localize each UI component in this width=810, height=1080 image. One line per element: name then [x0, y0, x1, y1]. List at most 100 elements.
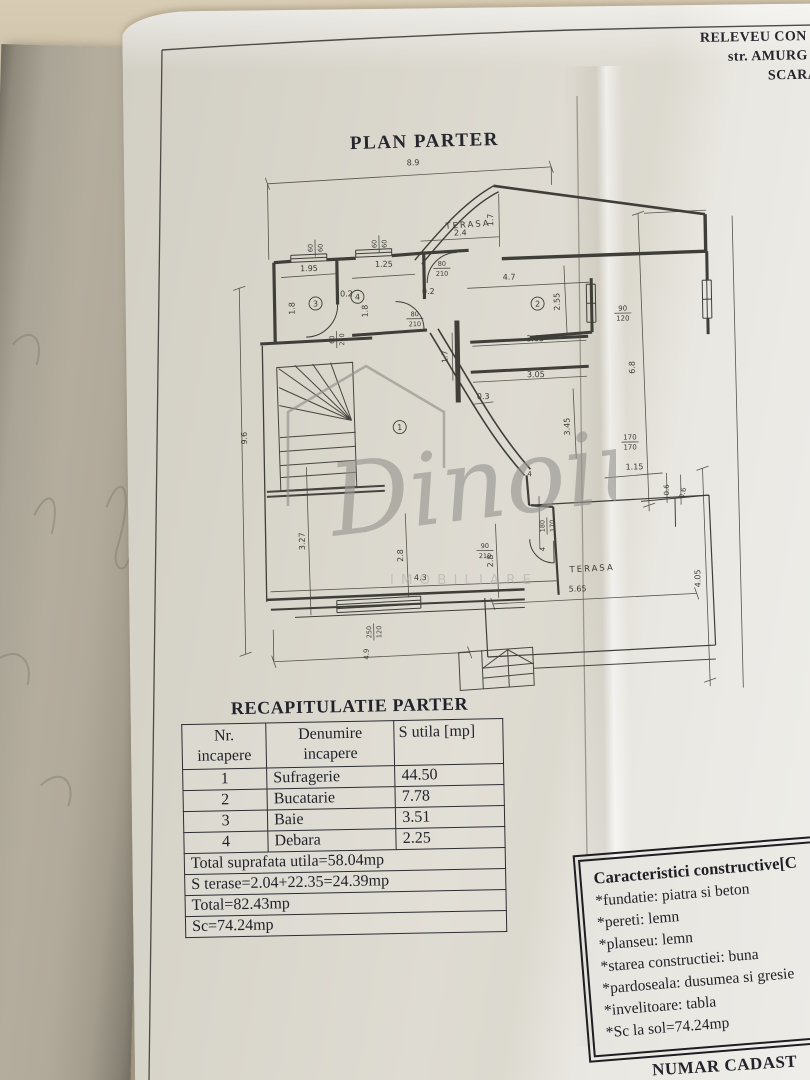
svg-text:1.95: 1.95	[300, 264, 318, 273]
table-cell: 3	[183, 810, 268, 833]
svg-text:4: 4	[355, 293, 360, 302]
header-scale: SCARA	[767, 67, 810, 84]
plan-dimension-label: 3.05	[527, 370, 545, 379]
svg-text:2.55: 2.55	[552, 293, 561, 311]
svg-text:4.3: 4.3	[414, 573, 427, 582]
svg-text:60: 60	[317, 244, 325, 252]
svg-text:0.3: 0.3	[477, 392, 490, 401]
plan-dimension-label: TERASA	[444, 219, 491, 232]
svg-text:2.4: 2.4	[454, 228, 467, 237]
svg-text:120: 120	[375, 626, 383, 639]
plan-dimension-label: 1.7	[486, 213, 495, 226]
plan-dimension-label: 0.2	[340, 289, 353, 298]
svg-text:170: 170	[548, 520, 556, 533]
plan-dimension-label: 2.8	[396, 549, 405, 562]
svg-text:90: 90	[618, 305, 627, 313]
svg-text:1.7: 1.7	[486, 213, 495, 226]
svg-text:1.15: 1.15	[625, 462, 643, 471]
svg-text:4.7: 4.7	[503, 272, 516, 281]
room-number: 4	[350, 289, 365, 304]
svg-text:1.7: 1.7	[440, 350, 449, 363]
exterior-steps	[458, 646, 716, 692]
table-cell: 1	[182, 768, 268, 791]
plan-dimension-label: 2.55	[552, 293, 561, 311]
table-cell: 7.78	[395, 784, 505, 808]
svg-text:TERASA: TERASA	[568, 563, 615, 575]
plan-dimension-label: 1.8	[361, 305, 370, 318]
svg-text:90: 90	[481, 542, 489, 550]
table-cell: Baie	[267, 807, 397, 832]
svg-text:60: 60	[328, 335, 336, 343]
svg-text:210: 210	[338, 333, 346, 346]
table-cell: 44.50	[394, 763, 504, 787]
svg-text:0.2: 0.2	[340, 289, 353, 298]
plan-dimension-label: 4.3	[414, 573, 427, 582]
plan-dimension-label: 2.4	[454, 228, 467, 237]
svg-text:120: 120	[616, 314, 630, 322]
plan-dimension-label: 9.6	[240, 432, 249, 445]
svg-text:210: 210	[436, 270, 449, 278]
plan-dimension-label: TERASA	[568, 563, 615, 575]
svg-text:2: 2	[535, 300, 540, 309]
plan-dimension-label: 4	[527, 470, 532, 478]
plan-dimension-label: 4.05	[693, 569, 702, 587]
table-cell: Sufragerie	[266, 765, 396, 790]
svg-text:8.9: 8.9	[407, 158, 420, 167]
plan-dimension-label: 3.27	[298, 532, 307, 550]
svg-text:170: 170	[623, 443, 637, 451]
plan-dimension-label: 0.6	[678, 486, 689, 499]
plan-dimension-label: 0.6	[663, 484, 671, 496]
svg-text:180: 180	[538, 520, 546, 533]
plan-dimension-label: 1.15	[625, 462, 643, 471]
header-street: str. AMURG	[727, 48, 808, 65]
plan-dimension-label: 1.25	[375, 260, 393, 269]
plan-dimension-label: 1.8	[288, 302, 297, 315]
watermark-script: Dinoiu	[321, 403, 616, 560]
svg-text:1.25: 1.25	[375, 260, 393, 269]
svg-text:3.05: 3.05	[526, 334, 544, 343]
col-header-nr: Nr.incapere	[181, 723, 267, 770]
svg-text:9.6: 9.6	[240, 432, 249, 445]
plan-dimension-label: 8.9	[407, 158, 420, 167]
svg-text:80: 80	[411, 310, 419, 318]
svg-text:TERASA: TERASA	[444, 219, 491, 232]
svg-text:4: 4	[539, 546, 547, 551]
plan-dimension-label: 0.3	[477, 392, 490, 401]
dimension-lines	[233, 160, 744, 688]
window-hatches	[290, 248, 713, 614]
svg-text:80: 80	[438, 260, 446, 268]
room-number: 2	[530, 296, 545, 311]
svg-text:210: 210	[409, 320, 422, 328]
faint-handwriting-marks	[0, 333, 131, 807]
plan-dimension-label: 3.05	[526, 334, 544, 343]
plan-dimension-label: 6.8	[628, 361, 637, 374]
table-cell: 3.51	[395, 805, 505, 829]
svg-text:250: 250	[365, 626, 373, 639]
svg-text:5.65: 5.65	[569, 584, 587, 593]
svg-text:1: 1	[397, 423, 402, 432]
svg-text:170: 170	[623, 433, 637, 441]
plan-dimension-label: 1.95	[300, 264, 318, 273]
plan-dimension-label: 4.7	[503, 272, 516, 281]
svg-text:2.8: 2.8	[396, 549, 405, 562]
svg-text:60: 60	[380, 240, 388, 248]
background-paper-stack	[0, 44, 160, 1080]
table-cell: 2	[182, 789, 268, 812]
plan-dimension-label: 1.7	[440, 350, 449, 363]
recap-section: RECAPITULATIE PARTER Nr.incapere Denumir…	[181, 693, 516, 939]
svg-text:0.6: 0.6	[678, 486, 689, 499]
svg-text:3.05: 3.05	[527, 370, 545, 379]
